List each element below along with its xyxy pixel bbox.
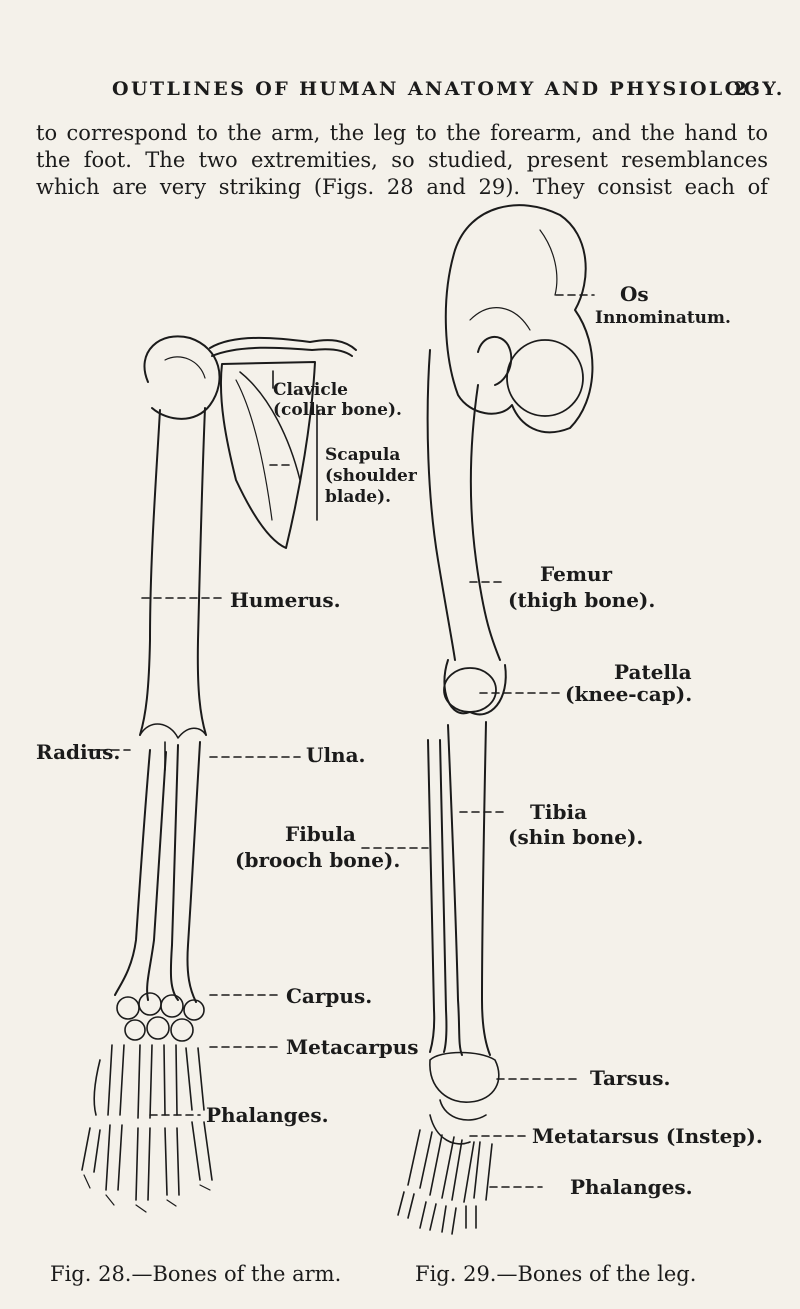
- fibula-bone: [439, 739, 448, 1053]
- carpus-bones: [116, 992, 205, 1042]
- foot-phalanx-bones: [397, 1191, 477, 1235]
- patella-bone: [443, 667, 497, 713]
- label-scapula-sub1: (shoulder: [325, 466, 417, 486]
- label-femur: Femur: [540, 562, 613, 586]
- body-line: the foot. The two extremities, so studie…: [36, 148, 768, 172]
- label-clavicle: Clavicle: [273, 380, 348, 400]
- label-innominatum: Innominatum.: [595, 308, 731, 328]
- femur-shaft: [426, 349, 456, 661]
- femur-head: [477, 336, 513, 386]
- label-os: Os: [620, 282, 649, 306]
- scapula-bone: [235, 379, 273, 521]
- label-phalanges-leg: Phalanges.: [570, 1175, 693, 1199]
- clavicle-bone: [209, 336, 357, 351]
- clavicle-bone: [211, 346, 353, 357]
- metatarsal-bones: [407, 1129, 493, 1203]
- scapula-bone: [219, 361, 316, 549]
- tarsus-bones: [429, 1051, 500, 1145]
- label-patella-sub: (knee-cap).: [565, 682, 693, 706]
- label-tibia-sub: (shin bone).: [508, 825, 644, 849]
- humerus-shaft: [196, 407, 207, 736]
- label-carpus: Carpus.: [286, 984, 373, 1008]
- humerus-head: [164, 356, 206, 379]
- label-fibula-sub: (brooch bone).: [235, 848, 401, 872]
- caption-fig28: Fig. 28.—Bones of the arm.: [50, 1262, 342, 1286]
- page-number: 23: [733, 78, 760, 100]
- fibula-bone: [427, 739, 436, 1053]
- caption-fig29: Fig. 29.—Bones of the leg.: [415, 1262, 697, 1286]
- running-head: OUTLINES OF HUMAN ANATOMY AND PHYSIOLOGY…: [112, 78, 782, 100]
- label-patella: Patella: [614, 660, 692, 684]
- scapula-bone: [239, 371, 301, 481]
- ulna-bone: [169, 744, 179, 1001]
- label-scapula-sub2: blade).: [325, 487, 392, 507]
- label-radius: Radius.: [36, 740, 121, 764]
- os-innominatum-bone: [469, 307, 531, 331]
- radius-bone: [146, 751, 167, 1001]
- label-metacarpus: Metacarpus: [286, 1035, 419, 1059]
- label-tibia: Tibia: [530, 800, 588, 824]
- humerus-shaft: [139, 723, 207, 739]
- label-humerus: Humerus.: [230, 588, 341, 612]
- femur-shaft: [469, 384, 501, 661]
- label-femur-sub: (thigh bone).: [508, 588, 656, 612]
- os-innominatum-bone: [444, 204, 594, 434]
- label-phalanges-arm: Phalanges.: [206, 1103, 329, 1127]
- phalanx-bones: [81, 1121, 213, 1213]
- label-tarsus: Tarsus.: [590, 1066, 671, 1090]
- label-fibula: Fibula: [285, 822, 356, 846]
- ulna-bone: [186, 741, 201, 1003]
- leader-lines: [87, 294, 595, 1188]
- tibia-bone: [447, 724, 463, 1056]
- label-scapula: Scapula: [325, 445, 401, 465]
- acetabulum: [506, 339, 584, 417]
- tibia-bone: [481, 721, 491, 1056]
- os-innominatum-bone: [539, 229, 558, 296]
- metacarpal-bones: [93, 1044, 205, 1119]
- body-line: to correspond to the arm, the leg to the…: [36, 121, 768, 145]
- label-metatarsus: Metatarsus (Instep).: [532, 1124, 763, 1148]
- humerus-head: [143, 335, 221, 420]
- label-clavicle-sub: (collar bone).: [273, 400, 402, 420]
- radius-bone: [114, 749, 151, 996]
- label-ulna: Ulna.: [306, 743, 366, 767]
- leader-lines: [164, 370, 318, 771]
- body-line: which are very striking (Figs. 28 and 29…: [36, 175, 768, 199]
- running-head-title: OUTLINES OF HUMAN ANATOMY AND PHYSIOLOGY…: [112, 78, 785, 100]
- humerus-shaft: [139, 409, 161, 736]
- body-paragraph: to correspond to the arm, the leg to the…: [36, 120, 768, 201]
- arm-skeleton-drawing: [81, 335, 357, 1213]
